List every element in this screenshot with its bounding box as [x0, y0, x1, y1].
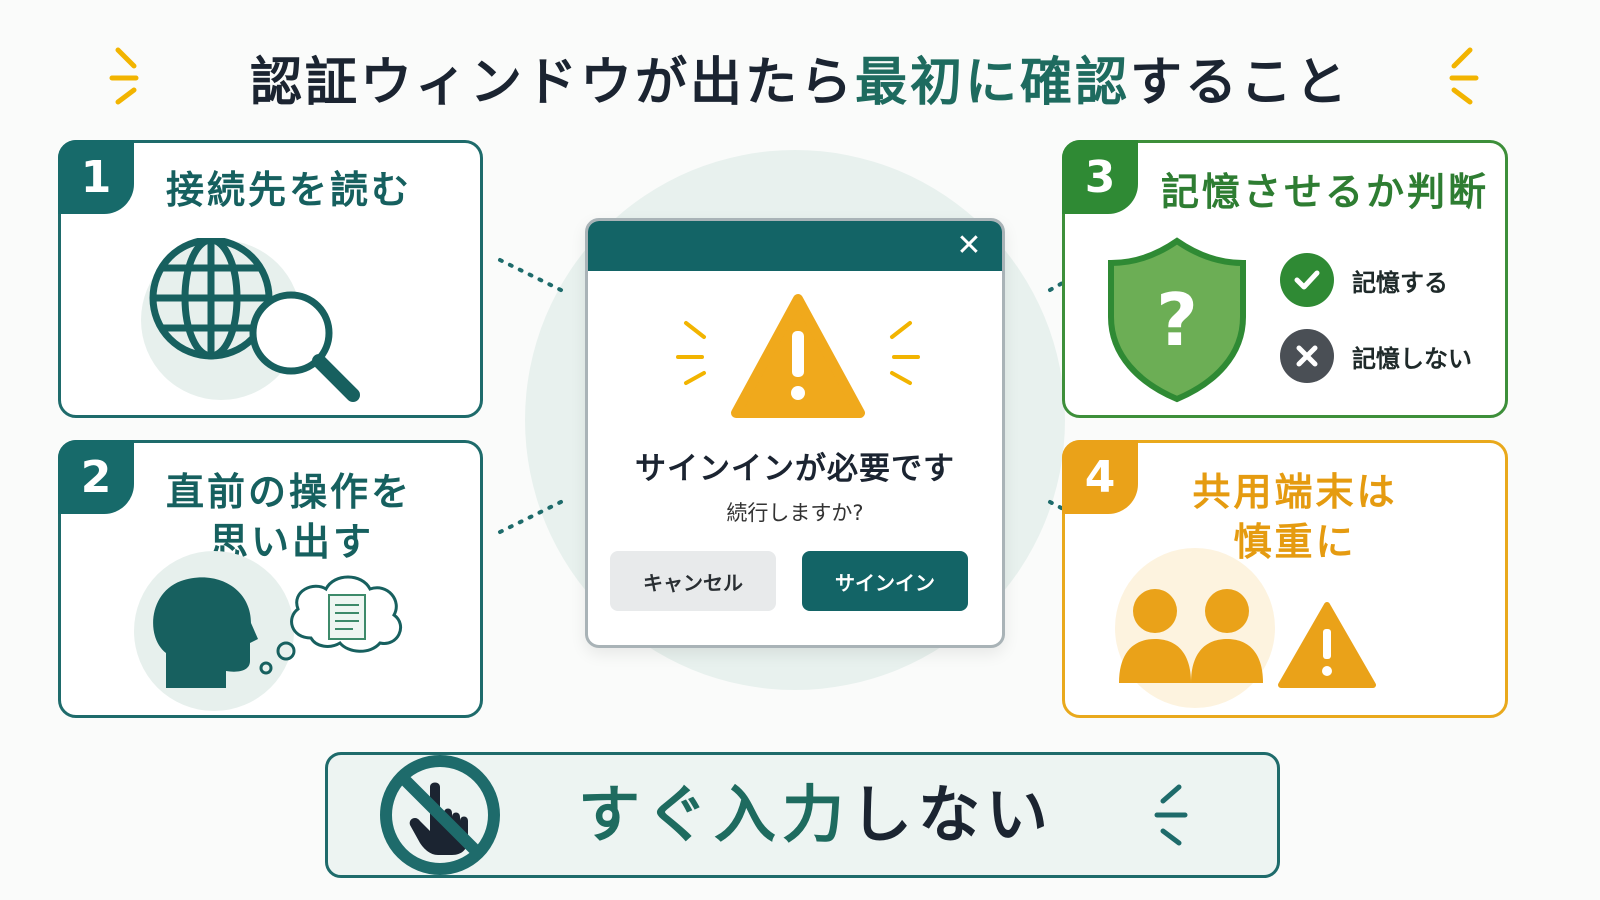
card-number-4: 4	[1062, 440, 1138, 514]
head-thought-document-icon	[134, 551, 402, 711]
x-circle-icon	[1280, 329, 1334, 383]
option-not-remember: 記憶しない	[1280, 329, 1472, 383]
warning-banner: すぐ入力しない	[325, 752, 1280, 878]
option-remember-label: 記憶する	[1352, 268, 1448, 297]
card-decide-remember: 3 記憶させるか判断 ? 記憶する 記憶しない	[1062, 140, 1508, 418]
option-remember: 記憶する	[1280, 253, 1448, 307]
sparkle-left-icon	[108, 40, 148, 110]
globe-magnifier-icon	[141, 238, 360, 402]
signin-button[interactable]: サインイン	[802, 551, 968, 611]
card-3-title: 記憶させるか判断	[1161, 170, 1490, 214]
card-number-2: 2	[58, 440, 134, 514]
card-4-title-line2: 慎重に	[1233, 520, 1357, 564]
signin-dialog: ✕ サインインが必要です 続行しますか? キャンセル サインイン	[585, 218, 1005, 648]
shield-question-icon: ?	[1108, 237, 1246, 403]
card-2-title-line1: 直前の操作を	[166, 470, 413, 514]
close-button[interactable]: ✕	[956, 228, 982, 263]
card-number-3: 3	[1062, 140, 1138, 214]
card-shared-device: 4 共用端末は 慎重に	[1062, 440, 1508, 718]
option-not-remember-label: 記憶しない	[1352, 344, 1472, 373]
svg-text:?: ?	[1156, 278, 1198, 362]
shared-users-warning-icon	[1115, 548, 1376, 708]
warning-triangle-icon	[676, 294, 920, 418]
page-title: 認証ウィンドウが出たら最初に確認すること	[0, 38, 1600, 116]
card-read-destination: 1 接続先を読む	[58, 140, 483, 418]
no-click-hand-icon	[380, 755, 500, 875]
card-2-title: 直前の操作を 思い出す	[166, 467, 412, 567]
dialog-title-bar	[588, 221, 1002, 271]
sparkle-banner-icon	[1154, 784, 1188, 846]
sparkle-right-icon	[1440, 40, 1480, 110]
cancel-button[interactable]: キャンセル	[610, 551, 776, 611]
check-circle-icon	[1280, 253, 1334, 307]
banner-text: すぐ入力しない	[578, 755, 1054, 875]
dialog-message: 続行しますか?	[726, 501, 864, 525]
card-4-title: 共用端末は 慎重に	[1165, 467, 1425, 567]
dialog-heading: サインインが必要です	[635, 451, 955, 487]
card-number-1: 1	[58, 140, 134, 214]
card-1-title: 接続先を読む	[166, 168, 413, 212]
title-part-3: すること	[1130, 52, 1351, 113]
banner-text-part-1: すぐ入力	[578, 778, 851, 851]
card-recall-action: 2 直前の操作を 思い出す	[58, 440, 483, 718]
title-part-1: 認証ウィンドウが出たら	[249, 52, 855, 113]
banner-text-part-2: しない	[850, 778, 1055, 851]
title-part-2: 最初に確認	[854, 52, 1130, 113]
card-4-title-line1: 共用端末は	[1192, 470, 1398, 514]
